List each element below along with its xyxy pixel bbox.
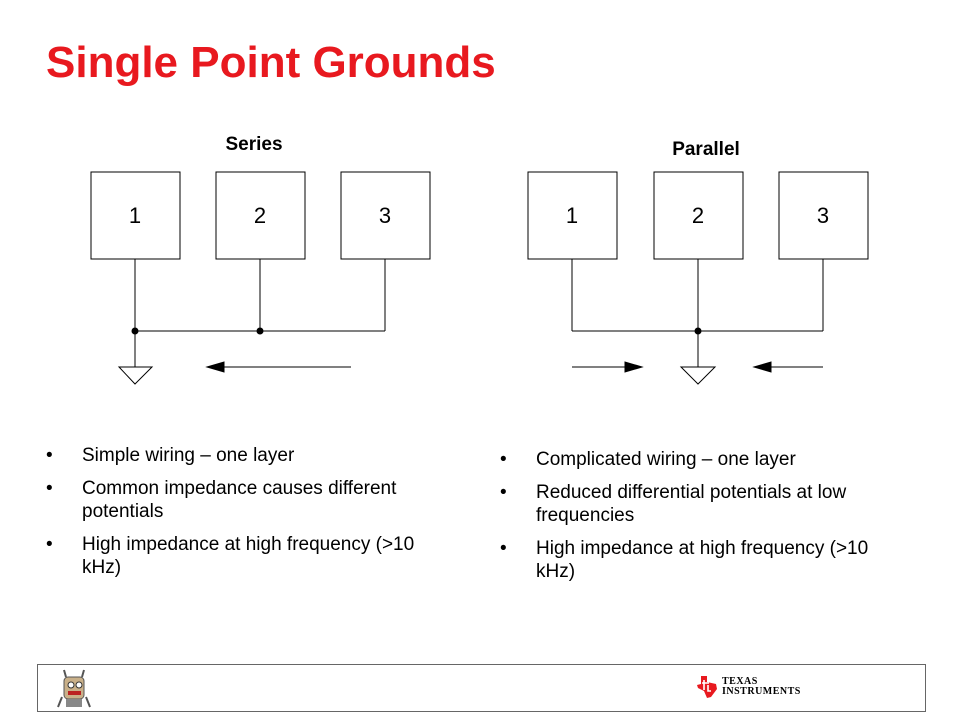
parallel-box-label-1: 1: [566, 203, 578, 228]
bullet-icon: •: [46, 534, 53, 555]
ti-wordmark-line2: Instruments: [722, 686, 801, 697]
series-box-label-1: 1: [129, 203, 141, 228]
series-ground-icon: [117, 366, 154, 385]
series-node-1: [131, 327, 139, 335]
series-box-label-2: 2: [254, 203, 266, 228]
series-bullet-list: • Simple wiring – one layer • Common imped…: [46, 444, 456, 589]
parallel-label: Parallel: [672, 139, 740, 160]
bullet-text: High impedance at high frequency (>10 kH…: [82, 534, 415, 578]
bullet-icon: •: [46, 445, 53, 466]
bullet-icon: •: [500, 482, 507, 503]
bullet-text: Complicated wiring – one layer: [536, 449, 796, 470]
mascot-icon: [57, 669, 91, 708]
series-node-2: [256, 327, 264, 335]
series-arrowhead-icon: [205, 361, 225, 373]
parallel-bullet-list: • Complicated wiring – one layer • Reduced…: [500, 448, 910, 593]
list-item: • Complicated wiring – one layer: [500, 448, 910, 471]
ti-wordmark: Texas Instruments: [722, 677, 801, 697]
parallel-node: [694, 327, 702, 335]
bullet-text: High impedance at high frequency (>10 kH…: [536, 538, 869, 582]
parallel-arrowhead-left-icon: [752, 361, 772, 373]
bullet-text: Reduced differential potentials at low f…: [536, 482, 847, 526]
parallel-diagram: Parallel 1 2 3: [527, 139, 869, 385]
footer-bar: Texas Instruments: [37, 664, 926, 712]
list-item: • High impedance at high frequency (>10 k…: [46, 533, 456, 579]
parallel-arrowhead-right-icon: [624, 361, 644, 373]
bullet-icon: •: [46, 478, 53, 499]
bullet-text: Common impedance causes different potent…: [82, 478, 397, 522]
page-title: Single Point Grounds: [46, 38, 496, 87]
list-item: • Reduced differential potentials at low …: [500, 481, 910, 527]
ti-logo: Texas Instruments: [696, 675, 801, 699]
parallel-box-label-2: 2: [692, 203, 704, 228]
list-item: • High impedance at high frequency (>10 k…: [500, 537, 910, 583]
parallel-ground-icon: [679, 366, 717, 385]
list-item: • Common impedance causes different poten…: [46, 477, 456, 523]
bullet-icon: •: [500, 449, 507, 470]
ti-wordmark-line1: Texas: [722, 676, 758, 687]
list-item: • Simple wiring – one layer: [46, 444, 456, 467]
series-diagram: Series 1 2 3: [90, 134, 431, 385]
series-box-label-3: 3: [379, 203, 391, 228]
bullet-text: Simple wiring – one layer: [82, 445, 295, 466]
series-label: Series: [225, 134, 282, 155]
ground-diagram: Series 1 2 3 Parallel 1 2 3: [90, 134, 869, 385]
bullet-icon: •: [500, 538, 507, 559]
texas-state-icon: [697, 676, 717, 698]
parallel-box-label-3: 3: [817, 203, 829, 228]
